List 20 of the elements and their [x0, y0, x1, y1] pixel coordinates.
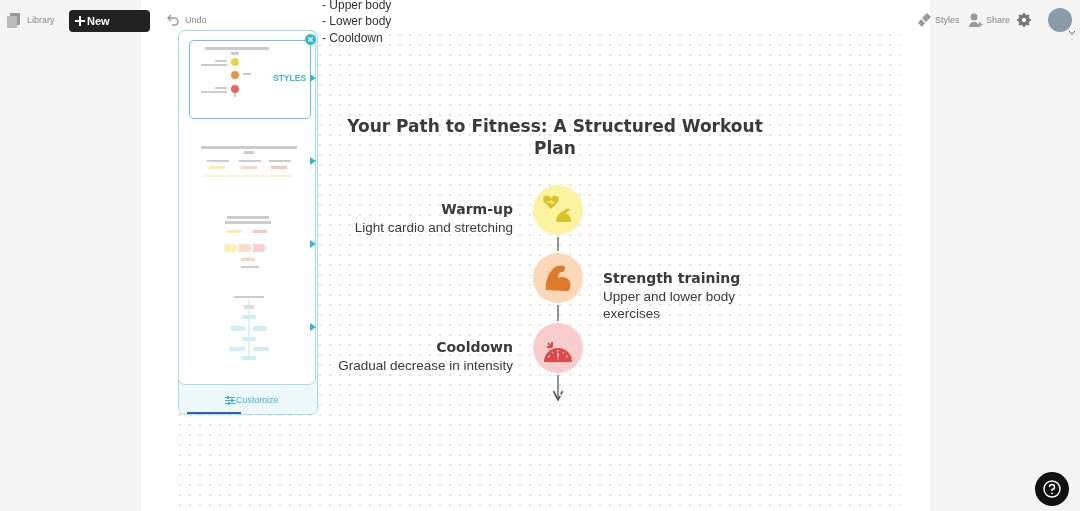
- step-description: Upper and lower body exercises: [603, 288, 737, 322]
- list-item: - Upper body: [322, 0, 392, 12]
- connector-line: [557, 236, 559, 252]
- nav-link: Share: [986, 15, 1011, 25]
- step-description: Light cardio and stretching: [354, 219, 513, 236]
- connector-line: [557, 304, 559, 322]
- step-heading: Strength training: [603, 270, 742, 287]
- new-button: New: [69, 10, 150, 32]
- step-heading: Warm-up: [441, 201, 513, 218]
- step-heading: Cooldown: [436, 339, 513, 356]
- nav-link: Undo: [185, 15, 207, 25]
- diagram-title: Your Path to Fitness: A Structured Workout Plan: [346, 115, 764, 159]
- list-item: - Lower body: [322, 14, 392, 28]
- step-description: Gradual decrease in intensity: [338, 357, 513, 374]
- list-item: - Cooldown: [322, 31, 383, 45]
- nav-link: Styles: [935, 15, 960, 25]
- style-label: STYLES: [271, 73, 309, 83]
- tab-label: Customize: [236, 395, 279, 405]
- nav-link: Library: [27, 15, 55, 25]
- arrow: [552, 374, 564, 401]
